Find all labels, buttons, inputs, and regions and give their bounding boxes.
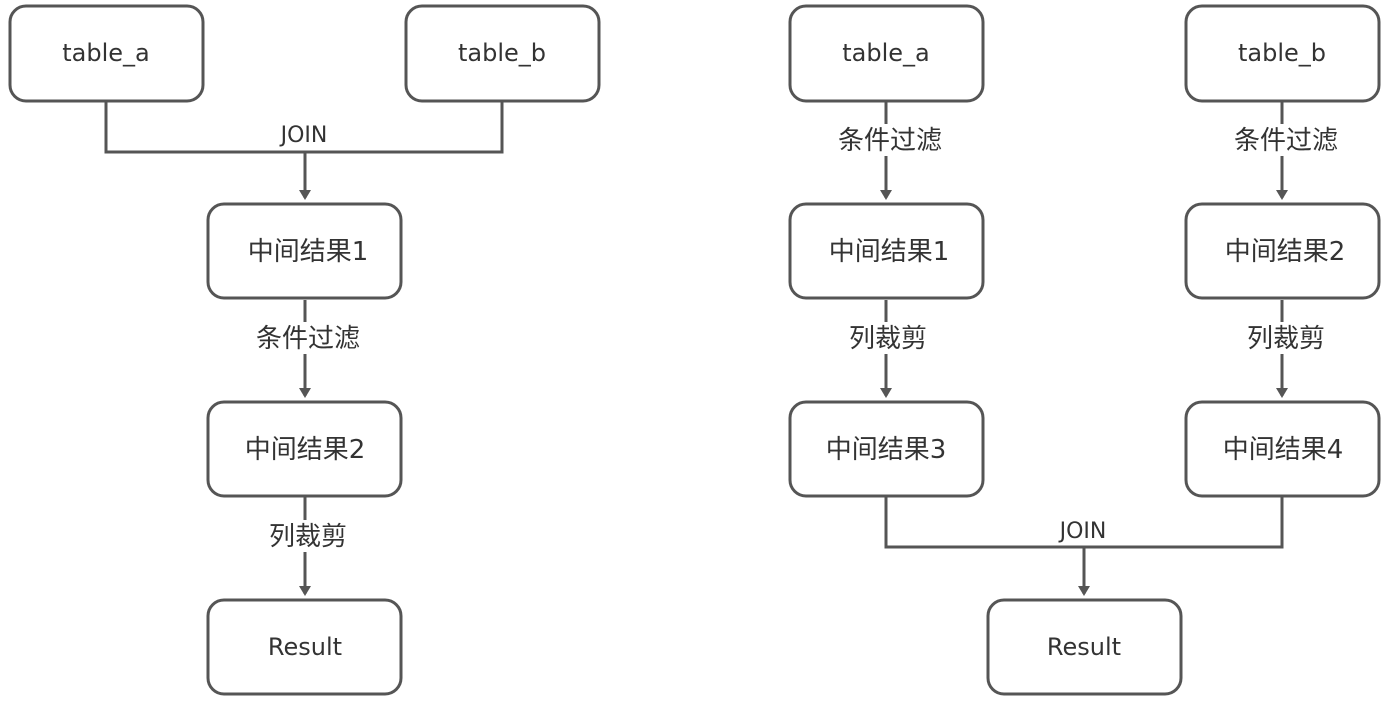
right-node-mid2[interactable]: 中间结果2 xyxy=(1184,202,1381,300)
left-node-mid2-label: 中间结果2 xyxy=(245,435,366,465)
right-filter-a-label: 条件过滤 xyxy=(838,126,942,156)
right-prune-a-label: 列裁剪 xyxy=(849,324,927,354)
right-node-mid3-label: 中间结果3 xyxy=(826,435,947,465)
left-node-result-label: Result xyxy=(268,633,342,661)
left-node-mid2[interactable]: 中间结果2 xyxy=(206,400,403,498)
left-node-table-b[interactable]: table_b xyxy=(404,4,601,103)
right-node-mid4-label: 中间结果4 xyxy=(1223,435,1344,465)
left-filter-label: 条件过滤 xyxy=(256,324,360,354)
right-node-mid1-label: 中间结果1 xyxy=(829,237,950,267)
right-flow: 条件过滤 条件过滤 列裁剪 列裁剪 JOIN table_a table_b 中… xyxy=(788,4,1381,696)
left-join-label: JOIN xyxy=(279,123,328,148)
right-node-mid1[interactable]: 中间结果1 xyxy=(788,202,985,300)
right-node-table-a-label: table_a xyxy=(842,39,930,67)
left-node-table-a-label: table_a xyxy=(62,39,150,67)
right-node-result-label: Result xyxy=(1047,633,1121,661)
right-prune-b-label: 列裁剪 xyxy=(1247,324,1325,354)
right-join-label: JOIN xyxy=(1058,519,1107,544)
right-node-table-b[interactable]: table_b xyxy=(1184,4,1381,103)
left-node-table-a[interactable]: table_a xyxy=(8,4,205,103)
right-node-table-a[interactable]: table_a xyxy=(788,4,985,103)
left-prune-label: 列裁剪 xyxy=(269,522,347,552)
left-node-mid1[interactable]: 中间结果1 xyxy=(206,202,403,300)
right-node-mid3[interactable]: 中间结果3 xyxy=(788,400,985,498)
right-node-table-b-label: table_b xyxy=(1238,39,1326,67)
right-node-mid2-label: 中间结果2 xyxy=(1225,237,1346,267)
left-flow: JOIN 条件过滤 列裁剪 table_a table_b 中间结果1 中间结果… xyxy=(8,4,601,696)
right-node-mid4[interactable]: 中间结果4 xyxy=(1184,400,1381,498)
left-node-mid1-label: 中间结果1 xyxy=(248,237,369,267)
right-node-result[interactable]: Result xyxy=(986,598,1183,696)
left-node-table-b-label: table_b xyxy=(458,39,546,67)
left-node-result[interactable]: Result xyxy=(206,598,403,696)
right-filter-b-label: 条件过滤 xyxy=(1234,126,1338,156)
